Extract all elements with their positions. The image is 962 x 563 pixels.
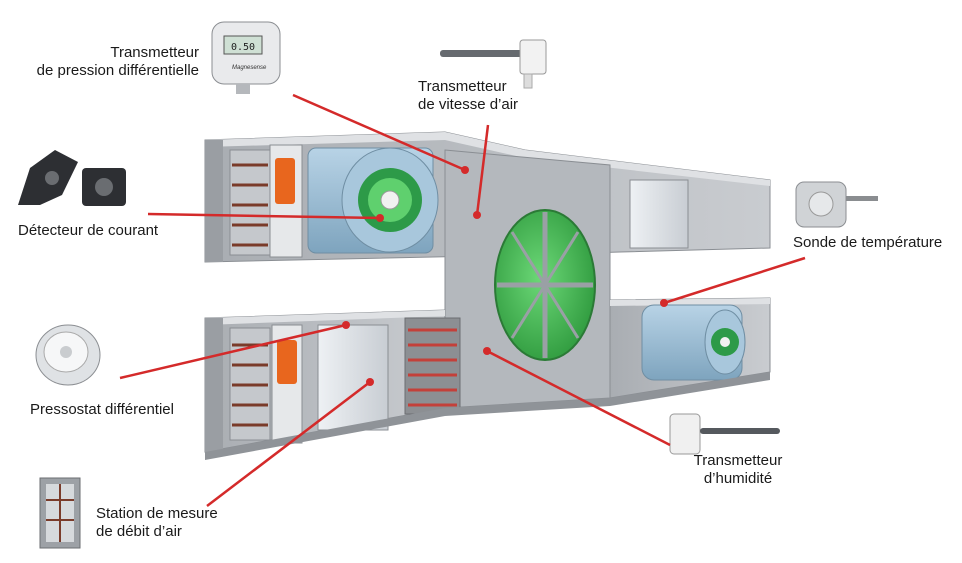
leader-pressure-transmitter — [292, 93, 466, 172]
leader-current-detector — [147, 212, 381, 220]
leader-lines — [119, 93, 806, 507]
label-temperature-probe: Sonde de température — [793, 234, 943, 251]
upper-actuator — [275, 158, 295, 204]
coil — [404, 317, 461, 415]
device-brand: Magnesense — [232, 65, 267, 71]
leader-airflow-station — [206, 381, 371, 507]
heat-wheel-section — [444, 149, 611, 409]
leader-pressure-switch — [119, 323, 347, 380]
label-pressure-transmitter: Transmetteur de pression différentielle — [36, 44, 199, 79]
upper-damper — [229, 149, 271, 256]
leader-air-velocity — [475, 124, 490, 216]
leader-temperature-probe — [663, 256, 806, 305]
airflow-station-icon — [39, 477, 81, 549]
upper-filter — [629, 179, 689, 249]
label-airflow-station: Station de mesure de débit d’air — [96, 505, 218, 540]
label-air-velocity: Transmetteur de vitesse d’air — [418, 78, 519, 113]
label-current-detector: Détecteur de courant — [18, 222, 159, 239]
device-readout: 0.50 — [231, 42, 255, 53]
temperature-probe-icon — [795, 181, 878, 228]
lower-actuator — [277, 340, 297, 384]
lower-duct — [204, 297, 771, 460]
humidity-transmitter-icon — [669, 413, 780, 455]
upper-fan — [307, 147, 439, 254]
current-detector-icon — [18, 150, 126, 206]
pressure-transmitter-icon: 0.50 Magnesense — [211, 21, 281, 94]
label-pressure-switch: Pressostat différentiel — [30, 401, 174, 418]
lower-fan — [641, 304, 746, 381]
leader-humidity — [486, 349, 671, 447]
label-humidity-transmitter: Transmetteur d’humidité — [693, 452, 783, 487]
pressure-switch-icon — [35, 324, 101, 386]
air-velocity-probe-icon — [440, 39, 547, 89]
